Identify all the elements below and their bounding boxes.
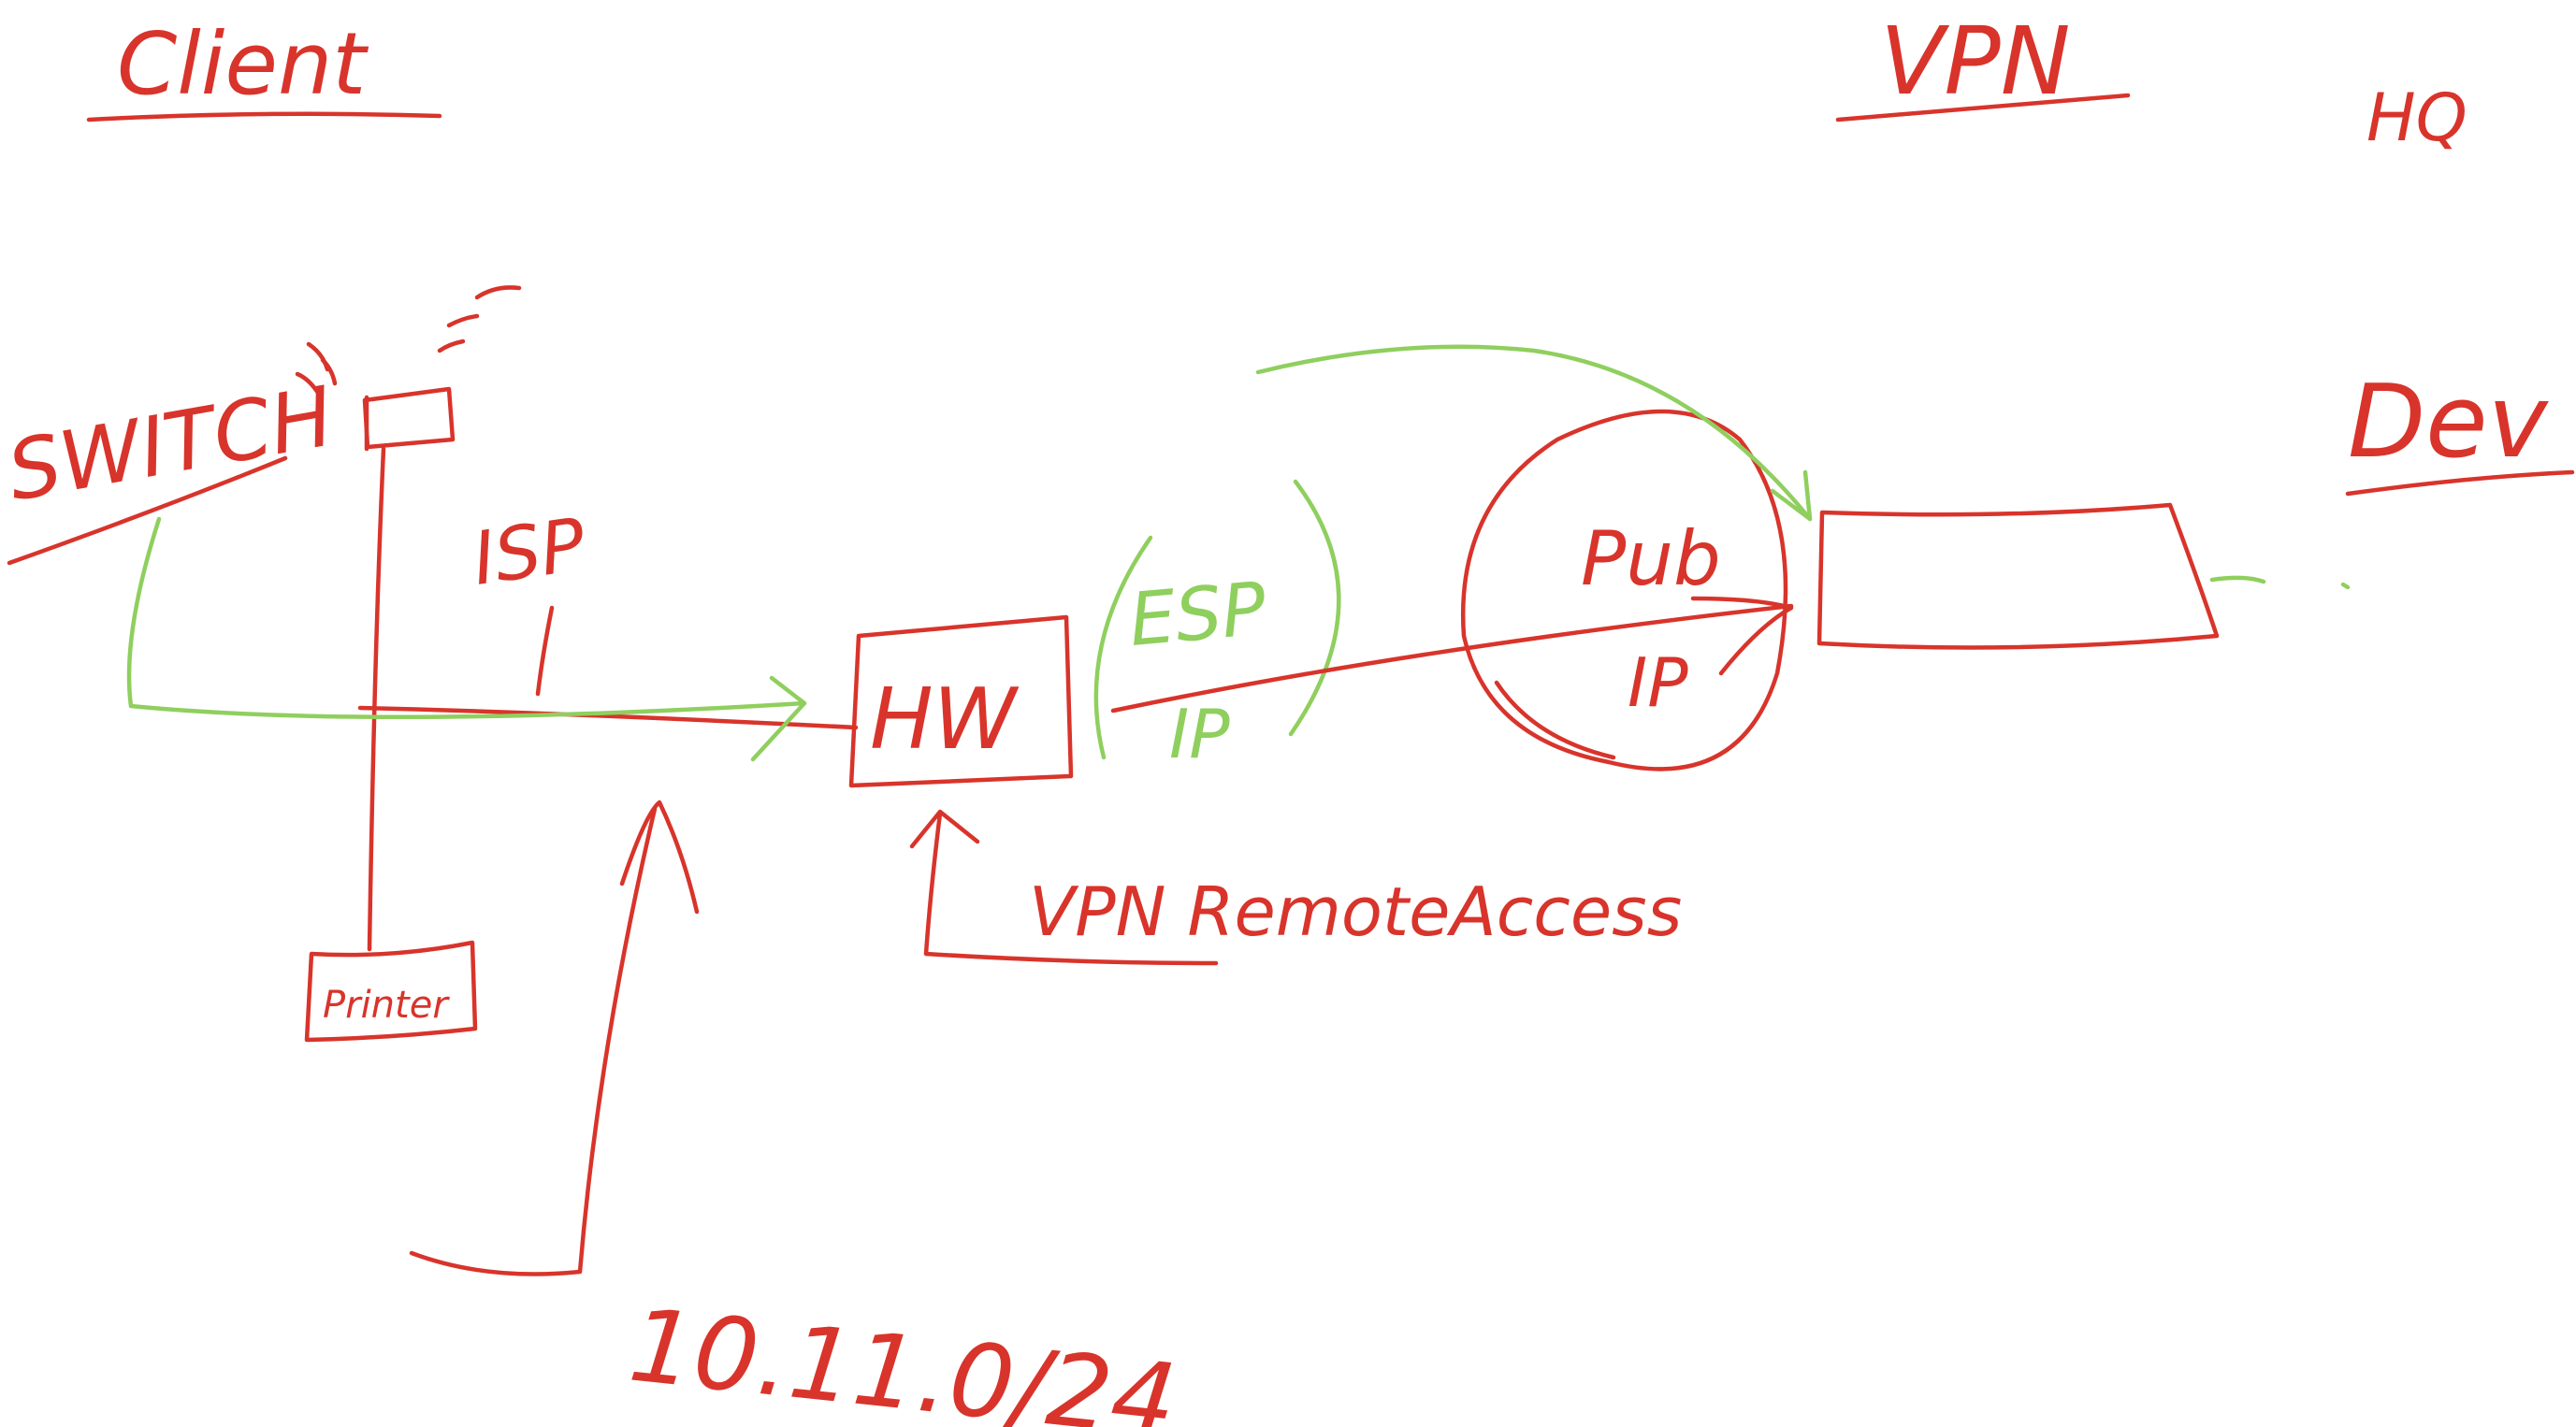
dev-underline bbox=[2345, 469, 2575, 497]
hw-label: HW bbox=[870, 670, 1020, 769]
lan-vertical-line bbox=[367, 446, 386, 952]
heading-hq: HQ bbox=[2366, 79, 2467, 156]
dev-box bbox=[1816, 502, 2220, 650]
printer-box bbox=[304, 940, 478, 1043]
heading-vpn-text: VPN bbox=[1880, 7, 2071, 116]
public-ip-node: Pub IP bbox=[1460, 409, 1788, 771]
dev-label: Dev bbox=[2348, 364, 2550, 481]
green-arc-to-dev bbox=[1255, 344, 1813, 522]
vpn-remote-access-label: VPN RemoteAccess bbox=[1029, 872, 1682, 951]
tunnel-arrowhead bbox=[1690, 596, 1794, 676]
access-point bbox=[295, 285, 522, 452]
green-traffic-path bbox=[126, 516, 807, 720]
dev-network: Dev bbox=[1816, 364, 2575, 650]
heading-vpn-underline bbox=[1835, 93, 2131, 123]
hw-box bbox=[848, 614, 1074, 788]
heading-client: Client bbox=[86, 14, 442, 123]
esp-label: ESP bbox=[1126, 568, 1269, 663]
access-point-box bbox=[362, 386, 456, 450]
tunnel-bracket-right bbox=[1288, 479, 1341, 737]
wifi-signal-icon bbox=[306, 341, 330, 372]
tunnel-ip-label: IP bbox=[1169, 695, 1230, 773]
switch-label: SWITCH bbox=[1, 368, 340, 519]
heading-client-underline bbox=[86, 111, 442, 123]
tunnel-line bbox=[1110, 603, 1794, 714]
tunnel-bracket-left bbox=[1093, 535, 1153, 760]
switch-underline bbox=[7, 455, 288, 566]
switch-label-group: SWITCH bbox=[1, 368, 340, 566]
isp-pointer bbox=[535, 605, 555, 697]
green-arc-arrowhead bbox=[1770, 469, 1813, 522]
subnet-label: 10.11.0/24 bbox=[624, 1288, 1181, 1427]
heading-vpn: VPN bbox=[1835, 7, 2131, 123]
green-arrowhead-hw bbox=[750, 675, 807, 762]
subnet-arrowhead bbox=[619, 800, 700, 915]
vpn-remote-access-arrow bbox=[923, 811, 1219, 966]
pub-ip-label: IP bbox=[1628, 643, 1688, 722]
printer-label: Printer bbox=[323, 984, 450, 1027]
isp-label: ISP bbox=[468, 503, 590, 602]
pub-label: Pub bbox=[1581, 515, 1721, 602]
subnet-arrow bbox=[409, 806, 658, 1276]
pub-ip-circle bbox=[1460, 409, 1788, 771]
hardware-vpn-box: HW bbox=[848, 614, 1074, 788]
printer: Printer bbox=[304, 940, 478, 1043]
heading-client-text: Client bbox=[117, 14, 369, 114]
vpn-remote-access-arrowhead bbox=[909, 809, 980, 849]
